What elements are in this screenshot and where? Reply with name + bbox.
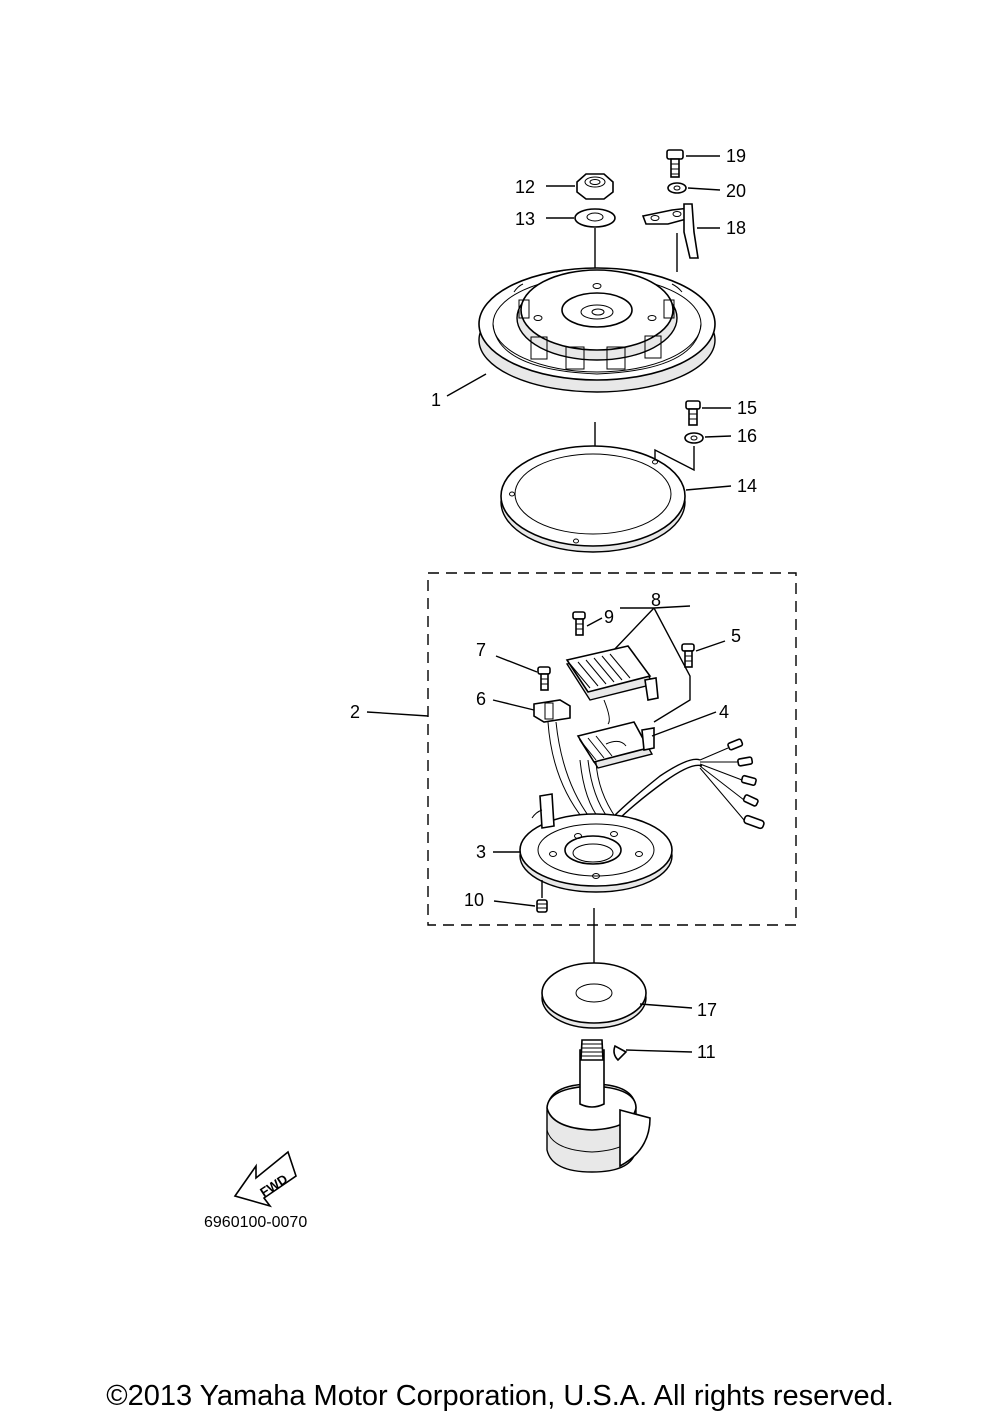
callout-14: 14 [737, 476, 757, 496]
copyright-notice: ©2013 Yamaha Motor Corporation, U.S.A. A… [106, 1380, 894, 1412]
leader-7 [495, 655, 538, 673]
part-4-lighting-coil [576, 721, 655, 769]
part-7-screw [537, 666, 551, 691]
diagram-code: 6960100-0070 [204, 1214, 308, 1231]
part-8-charge-coil [565, 645, 659, 701]
part-5-screw [681, 643, 695, 668]
leader-6 [492, 699, 535, 711]
callout-20: 20 [726, 181, 746, 201]
leader-4 [651, 711, 717, 737]
callout-9: 9 [604, 607, 614, 627]
callout-15: 15 [737, 398, 757, 418]
callout-19: 19 [726, 146, 746, 166]
part-17-plate [541, 962, 647, 1029]
part-16-washer [684, 432, 704, 444]
part-15-screw [685, 400, 701, 426]
leader-20 [687, 187, 721, 191]
leader-14 [685, 485, 732, 491]
fwd-arrow-icon: FWD [233, 1150, 297, 1208]
part-20-washer [667, 182, 687, 194]
callout-2: 2 [350, 702, 360, 722]
callout-17: 17 [697, 1000, 717, 1020]
callout-18: 18 [726, 218, 746, 238]
callout-8: 8 [651, 590, 661, 610]
callout-12: 12 [515, 177, 535, 197]
callout-6: 6 [476, 689, 486, 709]
crankshaft [546, 1039, 651, 1173]
wire-harness [547, 699, 765, 830]
part-18-bracket [641, 203, 699, 259]
part-1-flywheel [478, 267, 716, 393]
callout-10: 10 [464, 890, 484, 910]
part-12-nut [576, 173, 614, 200]
callout-1: 1 [431, 390, 441, 410]
callout-16: 16 [737, 426, 757, 446]
leader-1 [446, 373, 487, 397]
leader-10 [493, 900, 536, 907]
part-2-stator-assembly-box [427, 572, 797, 926]
callout-13: 13 [515, 209, 535, 229]
leader-2 [366, 711, 429, 717]
callout-7: 7 [476, 640, 486, 660]
leader-16 [704, 435, 732, 438]
part-6-pulser-coil [533, 699, 571, 723]
leader-8 [611, 605, 691, 723]
part-14-ring [500, 445, 686, 553]
part-11-key [613, 1044, 628, 1062]
callout-5: 5 [731, 626, 741, 646]
callout-3: 3 [476, 842, 486, 862]
callout-4: 4 [719, 702, 729, 722]
part-13-washer [574, 208, 616, 228]
leader-5 [695, 640, 726, 652]
part-10-screw [536, 880, 548, 913]
leader-11 [625, 1049, 693, 1053]
part-19-bolt [666, 149, 684, 178]
part-3-stator-base [519, 793, 673, 893]
callout-11: 11 [697, 1042, 716, 1062]
leader-17 [639, 1003, 693, 1009]
leader-9 [586, 617, 603, 627]
part-9-screw [572, 611, 586, 636]
